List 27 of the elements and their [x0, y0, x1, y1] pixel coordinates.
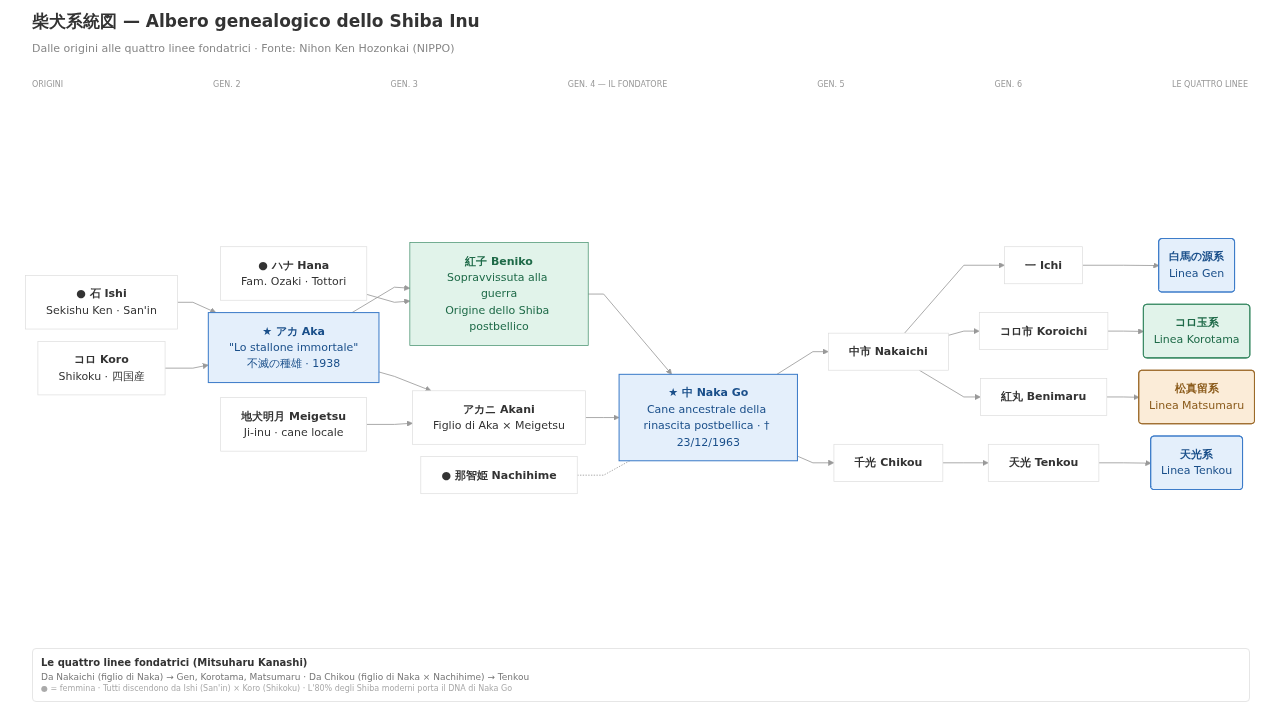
note-text: Da Nakaichi (figlio di Naka) → Gen, Korotama, Matsumaru · Da Chikou (figlio di Naka × Nachihime) → Tenkou [41, 672, 531, 682]
column-header: GEN. 2 [213, 80, 241, 89]
node-box: ★ アカ Aka "Lo stallone immortale" 不滅の種雄 · 1938 [207, 311, 380, 383]
note-text: ● = femmina · Tutti discendono da Ishi (San'in) × Koro (Shikoku) · L'80% degli Shiba moderni porta il DNA di Naka Go [41, 684, 514, 693]
node-box: 中市 Nakaichi [828, 332, 949, 371]
note-heading: Le quattro linee fondatrici (Mitsuharu Kanashi) [41, 657, 309, 668]
node-box: 一 Ichi [1004, 246, 1083, 284]
node-box: 紅子 Beniko Sopravvissuta alla guerra Origine dello Shiba postbellico [409, 242, 589, 346]
subtitle: Dalle origini alle quattro linee fondatrici · Fonte: Nihon Ken Hozonkai (NIPPO) [32, 42, 455, 55]
column-header: LE QUATTRO LINEE [1171, 80, 1248, 89]
column-header: GEN. 3 [390, 80, 418, 89]
node-box: ● 石 Ishi Sekishu Ken · San'in [25, 275, 178, 330]
node-box: 紅丸 Benimaru [980, 378, 1108, 416]
column-header: GEN. 4 — IL FONDATORE [567, 80, 668, 89]
node-box: ● ハナ Hana Fam. Ozaki · Tottori [220, 246, 368, 301]
node-box: ● 那智姫 Nachihime [420, 456, 578, 494]
column-header: GEN. 5 [817, 80, 845, 89]
title: 柴犬系統図 — Albero genealogico dello Shiba Inu [32, 10, 480, 33]
node-box: 地犬明月 Meigetsu Ji-inu · cane locale [220, 397, 367, 452]
node-box: アカニ Akani Figlio di Aka × Meigetsu [412, 390, 586, 445]
node-box: ★ 中 Naka Go Cane ancestrale della rinascita postbellica · † 23/12/1963 [618, 373, 798, 462]
node-box: 千光 Chikou [833, 443, 944, 482]
column-header: ORIGINI [32, 80, 64, 89]
node-box: コロ市 Koroichi [978, 312, 1109, 350]
column-header: GEN. 6 [994, 80, 1022, 89]
node-box: 天光 Tenkou [987, 443, 1100, 482]
node-box: コロ Koro Shikoku · 四国産 [37, 340, 166, 396]
